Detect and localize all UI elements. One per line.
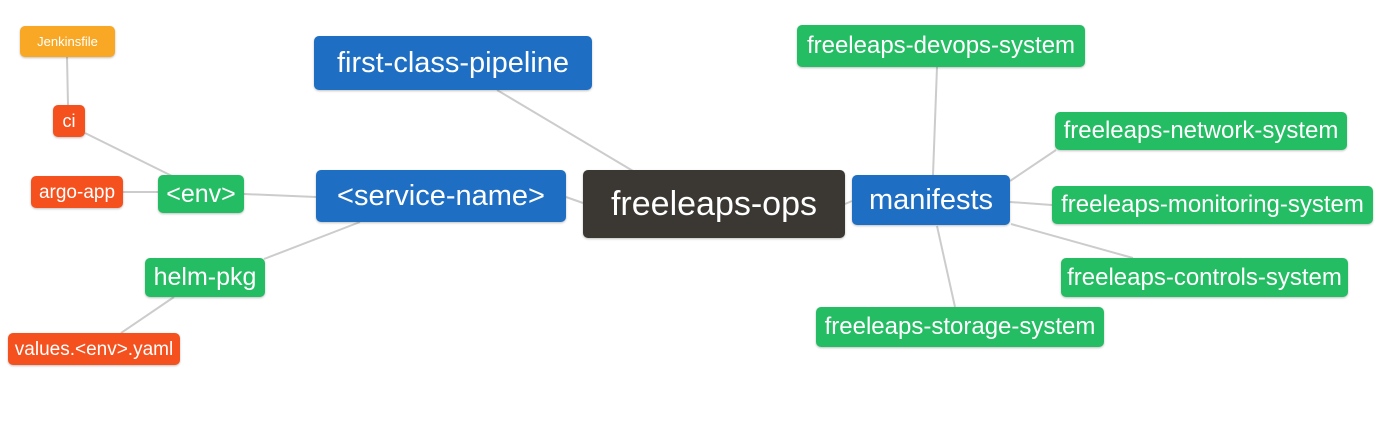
edge-ci-to-env: [84, 132, 173, 177]
edge-service-name-to-freeleaps-ops: [565, 196, 584, 204]
node-monitoring-system[interactable]: freeleaps-monitoring-system: [1052, 186, 1373, 224]
node-label: <env>: [166, 179, 236, 208]
node-label: freeleaps-controls-system: [1067, 263, 1342, 291]
node-label: freeleaps-devops-system: [806, 32, 1076, 59]
node-first-class-pipeline[interactable]: first-class-pipeline: [314, 36, 592, 90]
node-jenkinsfile[interactable]: Jenkinsfile: [20, 26, 115, 57]
node-freeleaps-ops[interactable]: freeleaps-ops: [583, 170, 845, 238]
edge-manifests-to-devops-system: [932, 66, 938, 176]
node-controls-system[interactable]: freeleaps-controls-system: [1061, 258, 1348, 297]
node-helm-pkg[interactable]: helm-pkg: [145, 258, 265, 297]
node-service-name[interactable]: <service-name>: [316, 170, 566, 222]
edge-manifests-to-controls-system: [1010, 223, 1134, 259]
node-label: freeleaps-monitoring-system: [1061, 191, 1364, 218]
edge-env-to-service-name: [243, 193, 317, 198]
node-label: freeleaps-network-system: [1063, 117, 1339, 144]
edge-freeleaps-ops-to-manifests: [844, 200, 853, 205]
node-network-system[interactable]: freeleaps-network-system: [1055, 112, 1347, 150]
node-label: ci: [62, 111, 76, 131]
node-env[interactable]: <env>: [158, 175, 244, 213]
edge-jenkinsfile-to-ci: [66, 56, 69, 106]
node-label: first-class-pipeline: [336, 46, 570, 79]
node-argo-app[interactable]: argo-app: [31, 176, 123, 208]
node-label: freeleaps-ops: [610, 185, 817, 223]
node-label: helm-pkg: [153, 263, 257, 291]
node-storage-system[interactable]: freeleaps-storage-system: [816, 307, 1104, 347]
edge-helm-pkg-to-values-env-yaml: [120, 296, 175, 334]
edge-manifests-to-monitoring-system: [1009, 201, 1053, 206]
edge-first-class-pipeline-to-freeleaps-ops: [496, 89, 634, 172]
node-label: argo-app: [38, 181, 116, 203]
node-ci[interactable]: ci: [53, 105, 85, 137]
node-label: Jenkinsfile: [37, 34, 98, 49]
edge-manifests-to-network-system: [1009, 149, 1057, 182]
node-label: manifests: [868, 183, 994, 216]
node-devops-system[interactable]: freeleaps-devops-system: [797, 25, 1085, 67]
node-label: values.<env>.yaml: [14, 338, 174, 360]
node-values-env-yaml[interactable]: values.<env>.yaml: [8, 333, 180, 365]
edge-manifests-to-storage-system: [936, 225, 956, 308]
node-label: <service-name>: [337, 179, 545, 212]
node-label: freeleaps-storage-system: [824, 313, 1096, 340]
edge-service-name-to-helm-pkg: [263, 221, 361, 260]
node-manifests[interactable]: manifests: [852, 175, 1010, 225]
